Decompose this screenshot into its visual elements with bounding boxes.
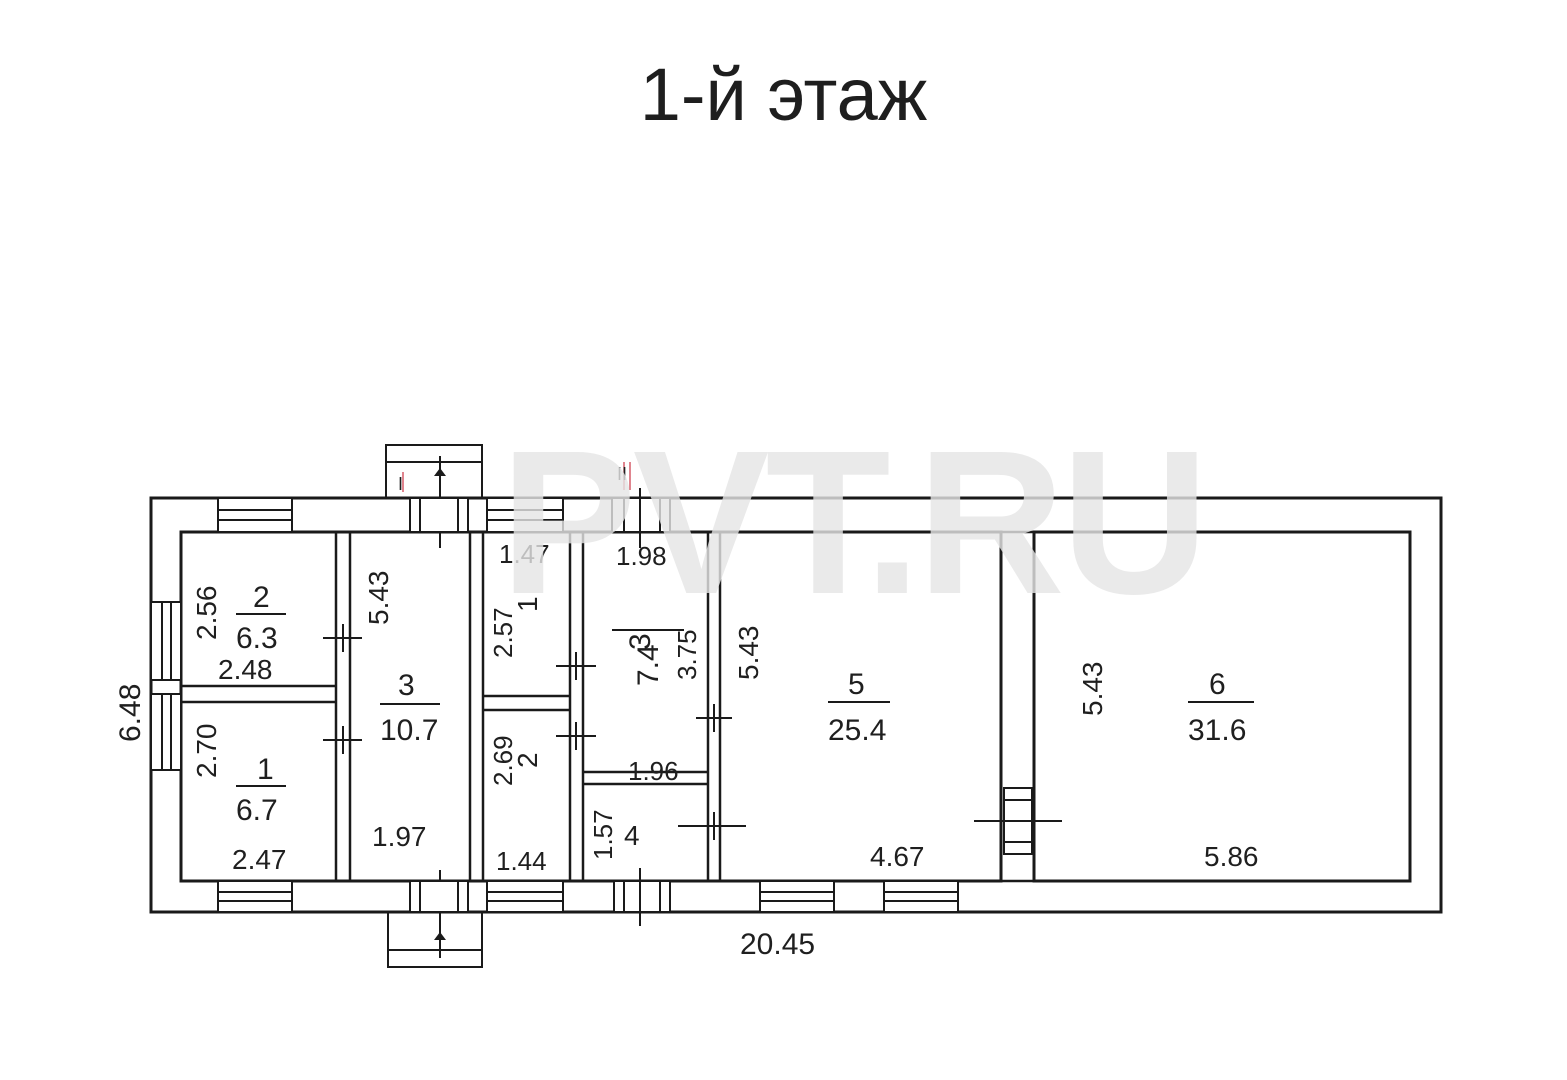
room-2-left: 2 6.3 2.56 2.48 (191, 581, 286, 685)
overall-width-label: 6.48 (114, 684, 147, 742)
room-area: 6.7 (236, 794, 278, 827)
window-top-2 (486, 497, 564, 533)
stair-marker-left-label: I (398, 474, 403, 494)
room-number: 4 (624, 820, 640, 851)
window-bottom-1 (217, 880, 293, 913)
porch-top (385, 444, 483, 548)
entrances (385, 444, 1062, 968)
room-dim-width: 4.67 (870, 841, 925, 872)
room-dim-height: 2.69 (488, 735, 518, 786)
watermark: PVT.RU (500, 408, 1209, 637)
room-1-small: 1.47 1 2.57 (488, 539, 550, 658)
room-dim-width: 2.47 (232, 844, 287, 875)
room-number: 3 (398, 669, 415, 702)
porch-bottom (387, 870, 483, 968)
room-number: 5 (848, 668, 865, 701)
room-3-right: 1.98 3 7.4 3.75 (612, 541, 702, 686)
room-4: 1.96 1.57 4 (588, 756, 679, 860)
window-bottom-2 (486, 880, 564, 913)
room-number: 2 (253, 581, 270, 614)
room-dim-width: 1.44 (496, 846, 547, 876)
room-dim-height: 5.43 (733, 626, 764, 681)
room-area: 10.7 (380, 714, 438, 747)
window-bottom-3 (759, 880, 835, 913)
door-top-right (611, 488, 671, 548)
room-1-left: 1 6.7 2.70 2.47 (191, 724, 287, 876)
room-area: 31.6 (1188, 714, 1246, 747)
room-number: 1 (512, 596, 543, 612)
room-3-corridor: 3 10.7 5.43 1.97 (363, 571, 440, 852)
room-area: 6.3 (236, 622, 278, 655)
room-number: 3 (624, 633, 657, 650)
interior-walls (181, 530, 1034, 883)
room-5: 5.43 5 25.4 4.67 (733, 626, 925, 873)
window-top-1 (217, 497, 293, 533)
floor-title: 1-й этаж (639, 53, 928, 136)
room-dim-width: 1.96 (628, 756, 679, 786)
room-dim-height: 2.57 (488, 607, 518, 658)
room-area: 7.4 (632, 644, 665, 686)
room-6: 5.43 6 31.6 5.86 (1077, 662, 1259, 873)
room-area: 25.4 (828, 714, 886, 747)
room-dim-width: 1.47 (499, 539, 550, 569)
stair-marker-right-label: II (617, 464, 627, 484)
room-number: 6 (1209, 668, 1226, 701)
room-number: 2 (512, 752, 543, 768)
window-left-1 (150, 601, 182, 681)
room-number: 1 (257, 753, 274, 786)
room-dim-height: 2.70 (191, 724, 222, 779)
room-dim-width: 1.98 (616, 541, 667, 571)
room-dim-width: 5.86 (1204, 841, 1259, 872)
room-dim-height: 3.75 (672, 629, 702, 680)
overall-length-label: 20.45 (740, 928, 815, 961)
door-ticks (323, 624, 746, 840)
window-left-2 (150, 693, 182, 771)
door-bottom-center (613, 868, 671, 926)
door-5-6 (974, 787, 1062, 855)
stair-marker-right (623, 462, 631, 490)
room-2-small: 2 2.69 1.44 (488, 735, 547, 876)
room-dim-width: 2.48 (218, 654, 273, 685)
window-bottom-4 (883, 880, 959, 913)
room-dim-height: 5.43 (1077, 662, 1108, 717)
windows (150, 497, 959, 913)
room-dim-width: 1.97 (372, 821, 427, 852)
room-dim-height: 1.57 (588, 809, 618, 860)
room-dim-height: 2.56 (191, 586, 222, 641)
room-dim-height: 5.43 (363, 571, 394, 626)
